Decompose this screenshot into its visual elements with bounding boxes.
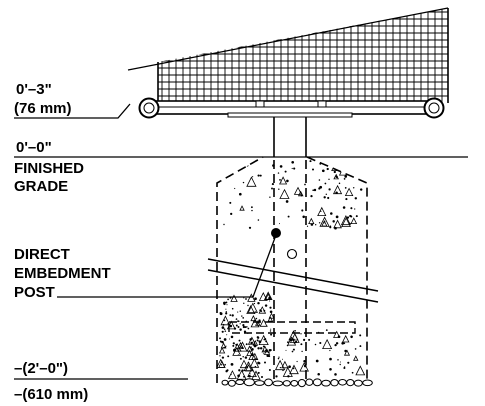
elevation-top-metric: (76 mm) bbox=[14, 100, 72, 117]
planter-slope-edge bbox=[127, 7, 449, 71]
post-marker-dot bbox=[271, 228, 281, 238]
gravel-base bbox=[221, 378, 373, 388]
elevation-top-leader bbox=[14, 103, 131, 119]
elevation-top-imperial: 0'–3" bbox=[16, 81, 52, 98]
elevation-bottom-metric: –(610 mm) bbox=[14, 386, 88, 403]
base-frame bbox=[138, 97, 445, 119]
post-hole bbox=[286, 248, 298, 260]
planter-mesh bbox=[127, 7, 449, 103]
elevation-zero: 0'–0" bbox=[16, 139, 52, 156]
post-leader bbox=[57, 234, 277, 298]
post-label-1: DIRECT bbox=[14, 246, 70, 263]
leaders bbox=[14, 103, 277, 380]
post-label-3: POST bbox=[14, 284, 55, 301]
cross-bar bbox=[228, 321, 356, 334]
concrete-footing bbox=[216, 156, 368, 383]
post-label-2: EMBEDMENT bbox=[14, 265, 111, 282]
brace-lines bbox=[207, 258, 379, 303]
bracket-right bbox=[317, 100, 327, 108]
post-above-grade bbox=[273, 117, 307, 157]
bracket-left bbox=[255, 100, 265, 108]
finished-grade-label-2: GRADE bbox=[14, 178, 68, 195]
elevation-bottom-imperial: –(2'–0") bbox=[14, 360, 68, 377]
finished-grade-label-1: FINISHED bbox=[14, 160, 84, 177]
